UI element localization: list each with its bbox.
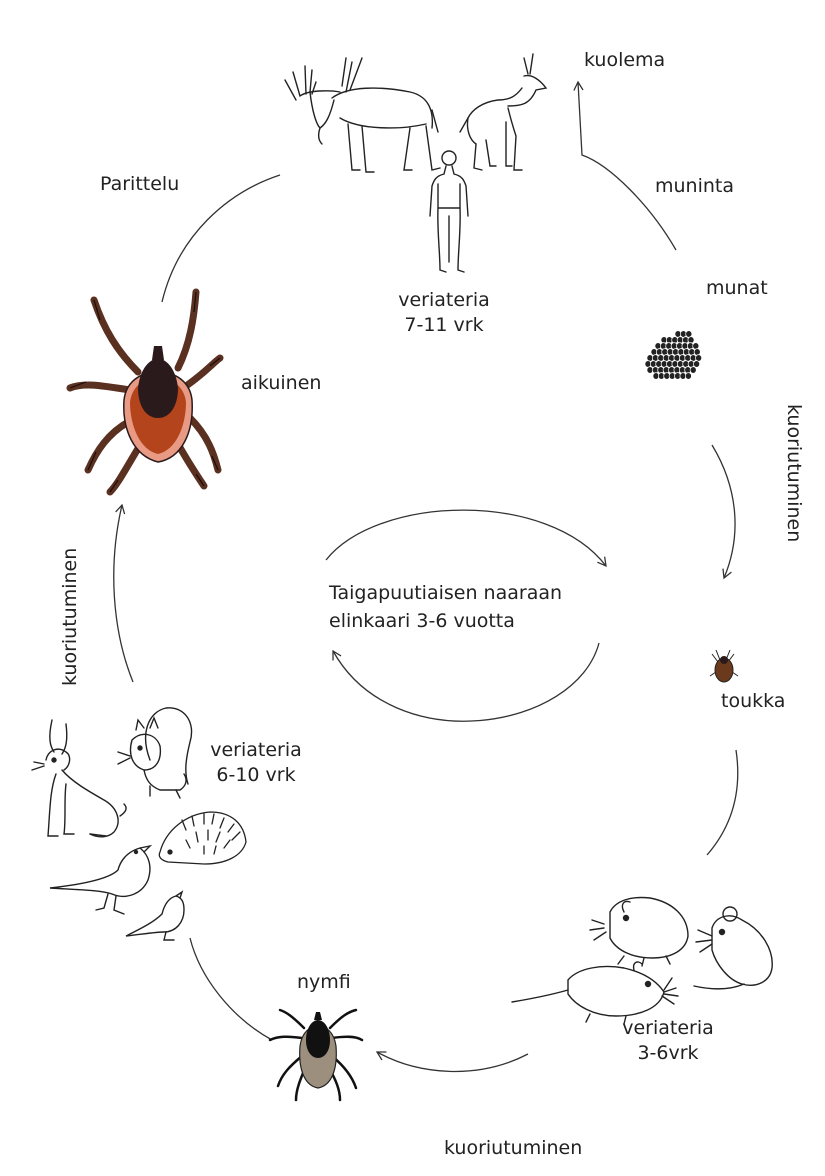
- arc-hatching-to-nymph: [377, 1052, 528, 1071]
- moose-icon: [285, 58, 440, 172]
- larva-blood-meal-title: veriateria: [610, 1016, 726, 1041]
- center-title-line1: Taigapuutiaisen naaraan: [329, 580, 562, 608]
- egg: [694, 361, 700, 368]
- inner-arrow-top: [326, 510, 606, 566]
- arc-hatching-to-larva: [712, 445, 735, 578]
- center-title: Taigapuutiaisen naaraan elinkaari 3-6 vu…: [329, 580, 562, 635]
- hedgehog-icon: [159, 812, 246, 864]
- larva-blood-meal: veriateria 3-6vrk: [610, 1016, 726, 1065]
- nymph-tick-icon: [270, 1010, 362, 1100]
- hatching-label-left: kuoriutuminen: [58, 548, 83, 686]
- arc-hatching-to-adult: [114, 505, 133, 682]
- arc-to-death: [578, 82, 676, 250]
- shrew-icon: [512, 962, 678, 1024]
- adult-label: aikuinen: [241, 371, 321, 396]
- nymph-blood-meal: veriateria 6-10 vrk: [198, 738, 314, 787]
- larva-tick-icon: [710, 650, 738, 682]
- nymph-label: nymfi: [297, 970, 351, 995]
- nymph-blood-meal-title: veriateria: [198, 738, 314, 763]
- outer-cycle-arrows: [114, 82, 738, 1071]
- egg-laying-label: muninta: [655, 174, 734, 199]
- deer-icon: [460, 54, 546, 170]
- vole-icon: [590, 898, 688, 966]
- small-bird-icon: [126, 892, 184, 940]
- hatching-label-bottom: kuoriutuminen: [444, 1136, 582, 1161]
- arc-nymph-to-hosts: [190, 938, 272, 1040]
- mouse-icon: [694, 907, 772, 989]
- hatching-label-right: kuoriutuminen: [781, 404, 806, 542]
- egg-mass-icon: [645, 331, 702, 380]
- egg: [690, 367, 696, 374]
- larva-blood-meal-duration: 3-6vrk: [610, 1041, 726, 1066]
- thrush-icon: [50, 846, 150, 914]
- larva-label: toukka: [721, 689, 785, 714]
- squirrel-icon: [118, 708, 192, 798]
- eggs-label: munat: [706, 276, 768, 301]
- adult-tick-icon: [70, 292, 220, 492]
- egg: [685, 373, 691, 380]
- arc-larva-to-hosts: [707, 750, 738, 855]
- death-label: kuolema: [584, 48, 665, 73]
- arc-mating-to-hosts: [162, 175, 280, 302]
- adult-blood-meal-title: veriateria: [386, 288, 502, 313]
- center-title-line2: elinkaari 3-6 vuotta: [329, 608, 562, 636]
- nymph-blood-meal-duration: 6-10 vrk: [198, 763, 314, 788]
- mating-label: Parittelu: [100, 172, 179, 197]
- adult-blood-meal-duration: 7-11 vrk: [386, 313, 502, 338]
- hare-icon: [32, 720, 126, 837]
- inner-arrow-bottom: [333, 643, 599, 721]
- adult-blood-meal: veriateria 7-11 vrk: [386, 288, 502, 337]
